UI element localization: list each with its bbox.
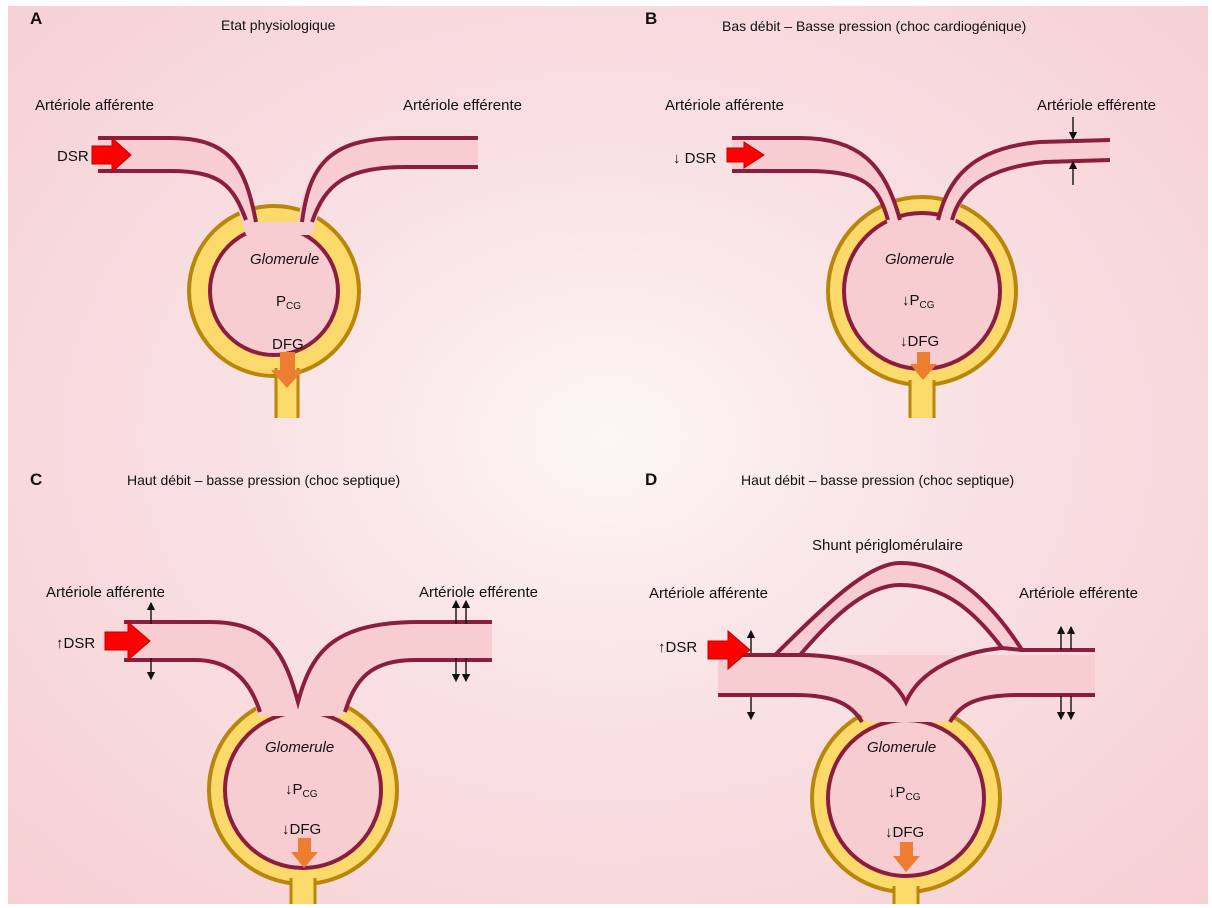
dsr-label: ↑DSR: [56, 635, 95, 652]
panel-a: A Etat physiologique Artériole afférente…: [30, 9, 522, 418]
glomerule-label: Glomerule: [885, 251, 954, 268]
dfg-label: ↓DFG: [282, 821, 321, 838]
panel-title: Haut débit – basse pression (choc septiq…: [127, 472, 400, 488]
panel-b: B Bas débit – Basse pression (choc cardi…: [645, 9, 1156, 418]
dfg-label: ↓DFG: [900, 333, 939, 350]
efferent-label: Artériole efférente: [403, 97, 522, 114]
proximal-tubule: [910, 378, 934, 418]
afferent-label: Artériole afférente: [665, 97, 784, 114]
arteriole-vessel: [718, 655, 1095, 722]
glomerule-label: Glomerule: [265, 739, 334, 756]
efferent-label: Artériole efférente: [419, 584, 538, 601]
dfg-label: DFG: [272, 336, 304, 353]
panel-letter: B: [645, 9, 657, 28]
proximal-tubule: [894, 884, 918, 904]
proximal-tubule: [291, 876, 315, 904]
afferent-label: Artériole afférente: [35, 97, 154, 114]
panel-letter: C: [30, 470, 42, 489]
dsr-label: ↓ DSR: [673, 150, 717, 167]
dsr-label: ↑DSR: [658, 639, 697, 656]
afferent-label: Artériole afférente: [46, 584, 165, 601]
panel-title: Haut débit – basse pression (choc septiq…: [741, 472, 1014, 488]
panel-c: C Haut débit – basse pression (choc sept…: [30, 470, 538, 904]
glomerule-label: Glomerule: [867, 739, 936, 756]
efferent-label: Artériole efférente: [1037, 97, 1156, 114]
panel-title: Bas débit – Basse pression (choc cardiog…: [722, 18, 1026, 34]
dfg-label: ↓DFG: [885, 824, 924, 841]
panel-letter: A: [30, 9, 42, 28]
efferent-label: Artériole efférente: [1019, 585, 1138, 602]
panel-letter: D: [645, 470, 657, 489]
dsr-label: DSR: [57, 148, 89, 165]
panel-title: Etat physiologique: [221, 17, 336, 33]
shunt-label: Shunt périglomérulaire: [812, 537, 963, 554]
panel-d: D Haut débit – basse pression (choc sept…: [645, 470, 1138, 904]
afferent-label: Artériole afférente: [649, 585, 768, 602]
periglomerular-shunt: [775, 563, 1022, 655]
glomerule-label: Glomerule: [250, 251, 319, 268]
